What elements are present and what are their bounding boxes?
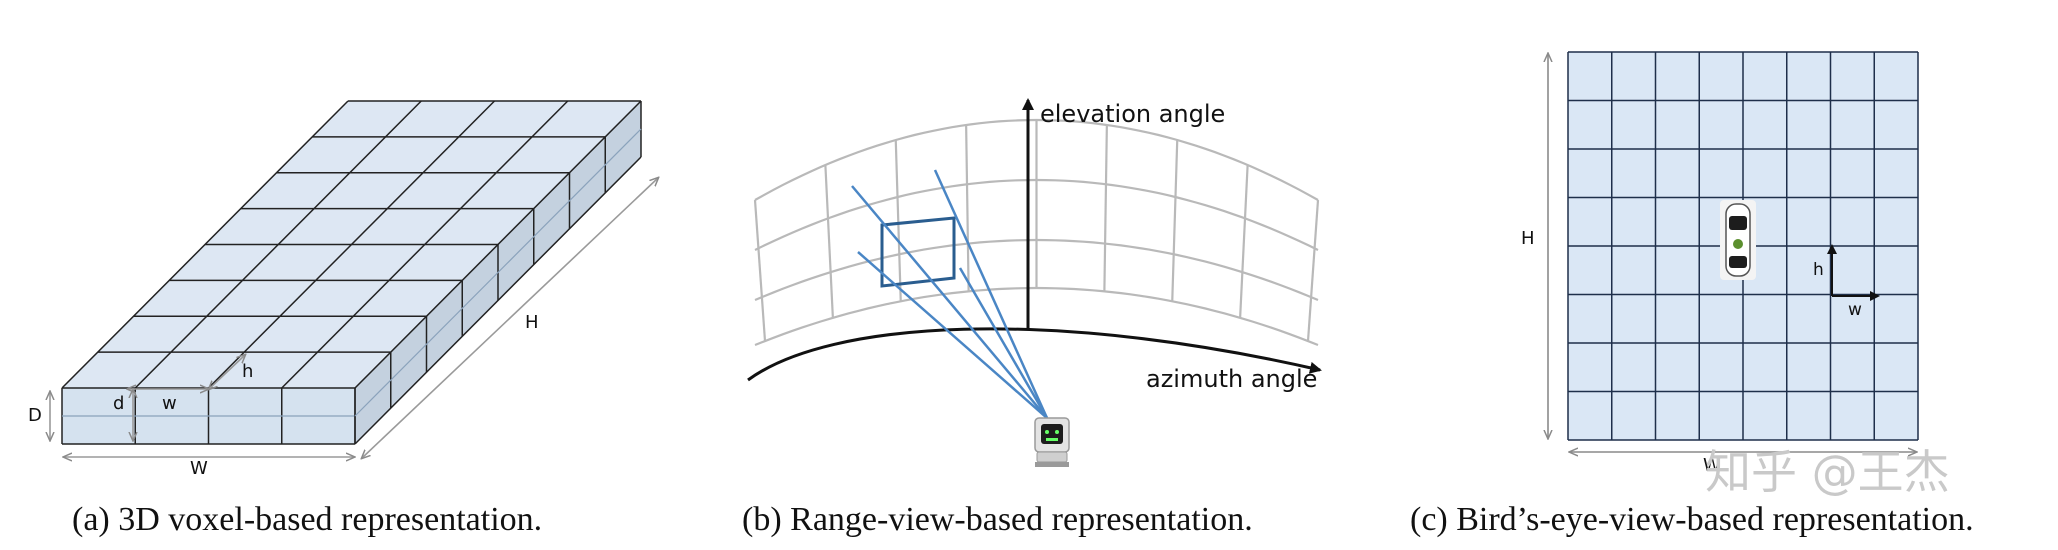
- azimuth-arc: [747, 327, 1322, 382]
- azimuth-angle-label: azimuth angle: [1146, 365, 1317, 393]
- voxel-depth-label: D: [28, 405, 42, 426]
- caption-a: (a) 3D voxel-based representation.: [72, 501, 542, 538]
- watermark: 知乎 @王杰: [1705, 445, 1950, 499]
- range-grid-row-line: [754, 286, 1319, 347]
- range-grid-column-line: [753, 199, 767, 342]
- range-grid-column-line: [824, 164, 834, 318]
- cell-height-arrow: [209, 355, 245, 389]
- voxel-width-label: W: [190, 458, 208, 479]
- lidar-ray: [933, 169, 1049, 419]
- caption-c: (c) Bird’s-eye-view-based representation…: [1410, 501, 1974, 538]
- range-grid-column-line: [1239, 164, 1249, 318]
- cell-height-label: h: [242, 361, 253, 382]
- lidar-ray: [857, 251, 1048, 419]
- lidar-ray: [851, 185, 1048, 419]
- bev-panel: H W h w (c) Bird’s-eye-view-based repres…: [1410, 51, 1974, 538]
- range-grid-column-line: [1103, 124, 1108, 292]
- range-grid-column-line: [965, 124, 970, 292]
- lidar-ray: [958, 267, 1049, 419]
- highlighted-range-cell: [880, 216, 956, 288]
- voxel-length-label: H: [525, 312, 539, 333]
- bev-grid: [1567, 51, 1919, 441]
- lidar-rays: [851, 169, 1049, 419]
- elevation-angle-label: elevation angle: [1040, 100, 1225, 128]
- bev-height-label: H: [1521, 228, 1535, 249]
- cell-width-label: w: [162, 393, 177, 414]
- voxel-length-arrow: [362, 178, 658, 458]
- voxel-panel: D d w h H W (a) 3D voxel-based represent…: [28, 100, 658, 538]
- range-grid-column-line: [1171, 139, 1179, 302]
- range-view-panel: elevation angle azimuth angle (b) Range-…: [742, 98, 1322, 538]
- range-grid-column-line: [894, 139, 902, 302]
- cell-depth-label: d: [113, 393, 124, 414]
- bev-cell-width-label: w: [1848, 300, 1862, 320]
- range-view-grid: [753, 118, 1320, 347]
- voxel-grid: [61, 100, 642, 445]
- caption-b: (b) Range-view-based representation.: [742, 501, 1253, 538]
- bev-width-label: W: [1703, 455, 1721, 476]
- lidar-sensor-icon: [1034, 417, 1070, 467]
- range-grid-column-line: [1306, 199, 1320, 342]
- car-top-view-icon: [1720, 200, 1756, 280]
- bev-cell-height-label: h: [1813, 260, 1824, 280]
